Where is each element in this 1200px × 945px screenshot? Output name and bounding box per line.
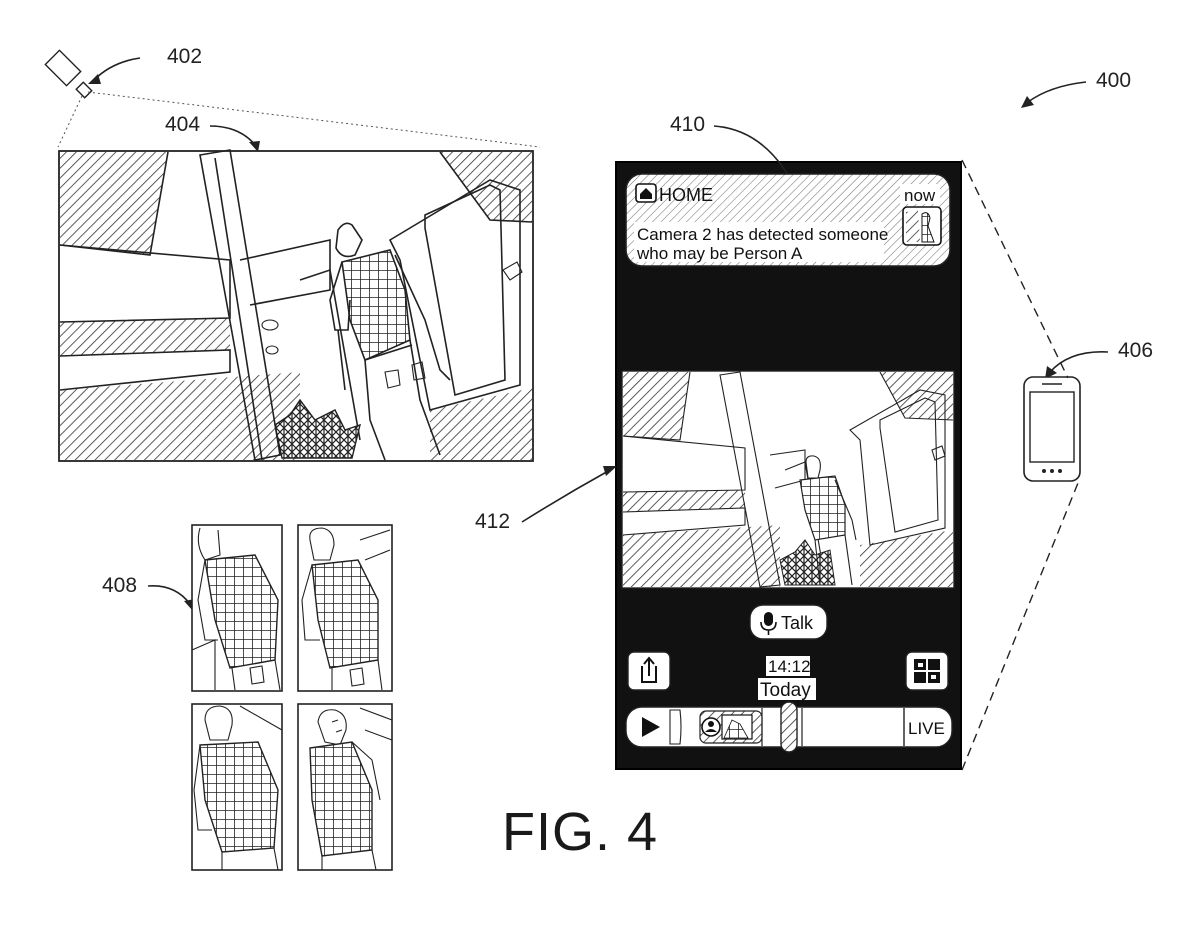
video-feed[interactable] <box>621 370 955 589</box>
play-icon <box>642 717 660 737</box>
label-410: 410 <box>670 113 705 136</box>
system-400: 400 <box>1021 69 1131 108</box>
phone-406: 406 <box>961 159 1153 771</box>
play-button[interactable] <box>642 717 660 737</box>
timeline-clock: 14:12 <box>768 657 811 676</box>
label-408: 408 <box>102 574 137 597</box>
talk-button[interactable]: Talk <box>749 604 828 640</box>
camera-402: 402 <box>44 45 541 148</box>
label-404: 404 <box>165 113 200 136</box>
label-400: 400 <box>1096 69 1131 92</box>
grid-view-icon <box>914 659 940 683</box>
thumbnail-2[interactable] <box>297 524 393 692</box>
notification-thumbnail <box>902 206 942 246</box>
notification-time: now <box>904 186 936 205</box>
timeline-scrubber[interactable]: LIVE <box>625 701 953 753</box>
label-402: 402 <box>167 45 202 68</box>
share-button[interactable] <box>627 651 671 691</box>
playhead[interactable] <box>780 701 798 753</box>
phone-screen: 410 HOME now Camera 2 has detected someo… <box>475 113 962 770</box>
label-412: 412 <box>475 510 510 533</box>
figure-title: FIG. 4 <box>502 802 658 862</box>
live-button[interactable]: LIVE <box>908 719 945 738</box>
share-icon <box>641 656 657 683</box>
notification-message-line1: Camera 2 has detected someone <box>637 225 888 244</box>
thumbnail-3[interactable] <box>191 703 283 871</box>
grid-view-button[interactable] <box>905 651 949 691</box>
notification-card[interactable]: HOME now Camera 2 has detected someone w… <box>625 173 951 267</box>
timeline-day: Today <box>760 680 811 701</box>
scene-404: 404 <box>58 113 534 462</box>
thumbnail-1[interactable] <box>191 524 283 692</box>
thumbnails-408: 408 <box>102 524 393 871</box>
notification-message-line2: who may be Person A <box>636 244 803 263</box>
talk-label: Talk <box>781 613 814 633</box>
label-406: 406 <box>1118 339 1153 362</box>
notification-home-label: HOME <box>659 185 713 205</box>
home-icon <box>635 183 657 203</box>
timeline-event-clip[interactable] <box>699 710 763 744</box>
thumbnail-4[interactable] <box>297 703 393 871</box>
microphone-icon <box>760 612 777 635</box>
